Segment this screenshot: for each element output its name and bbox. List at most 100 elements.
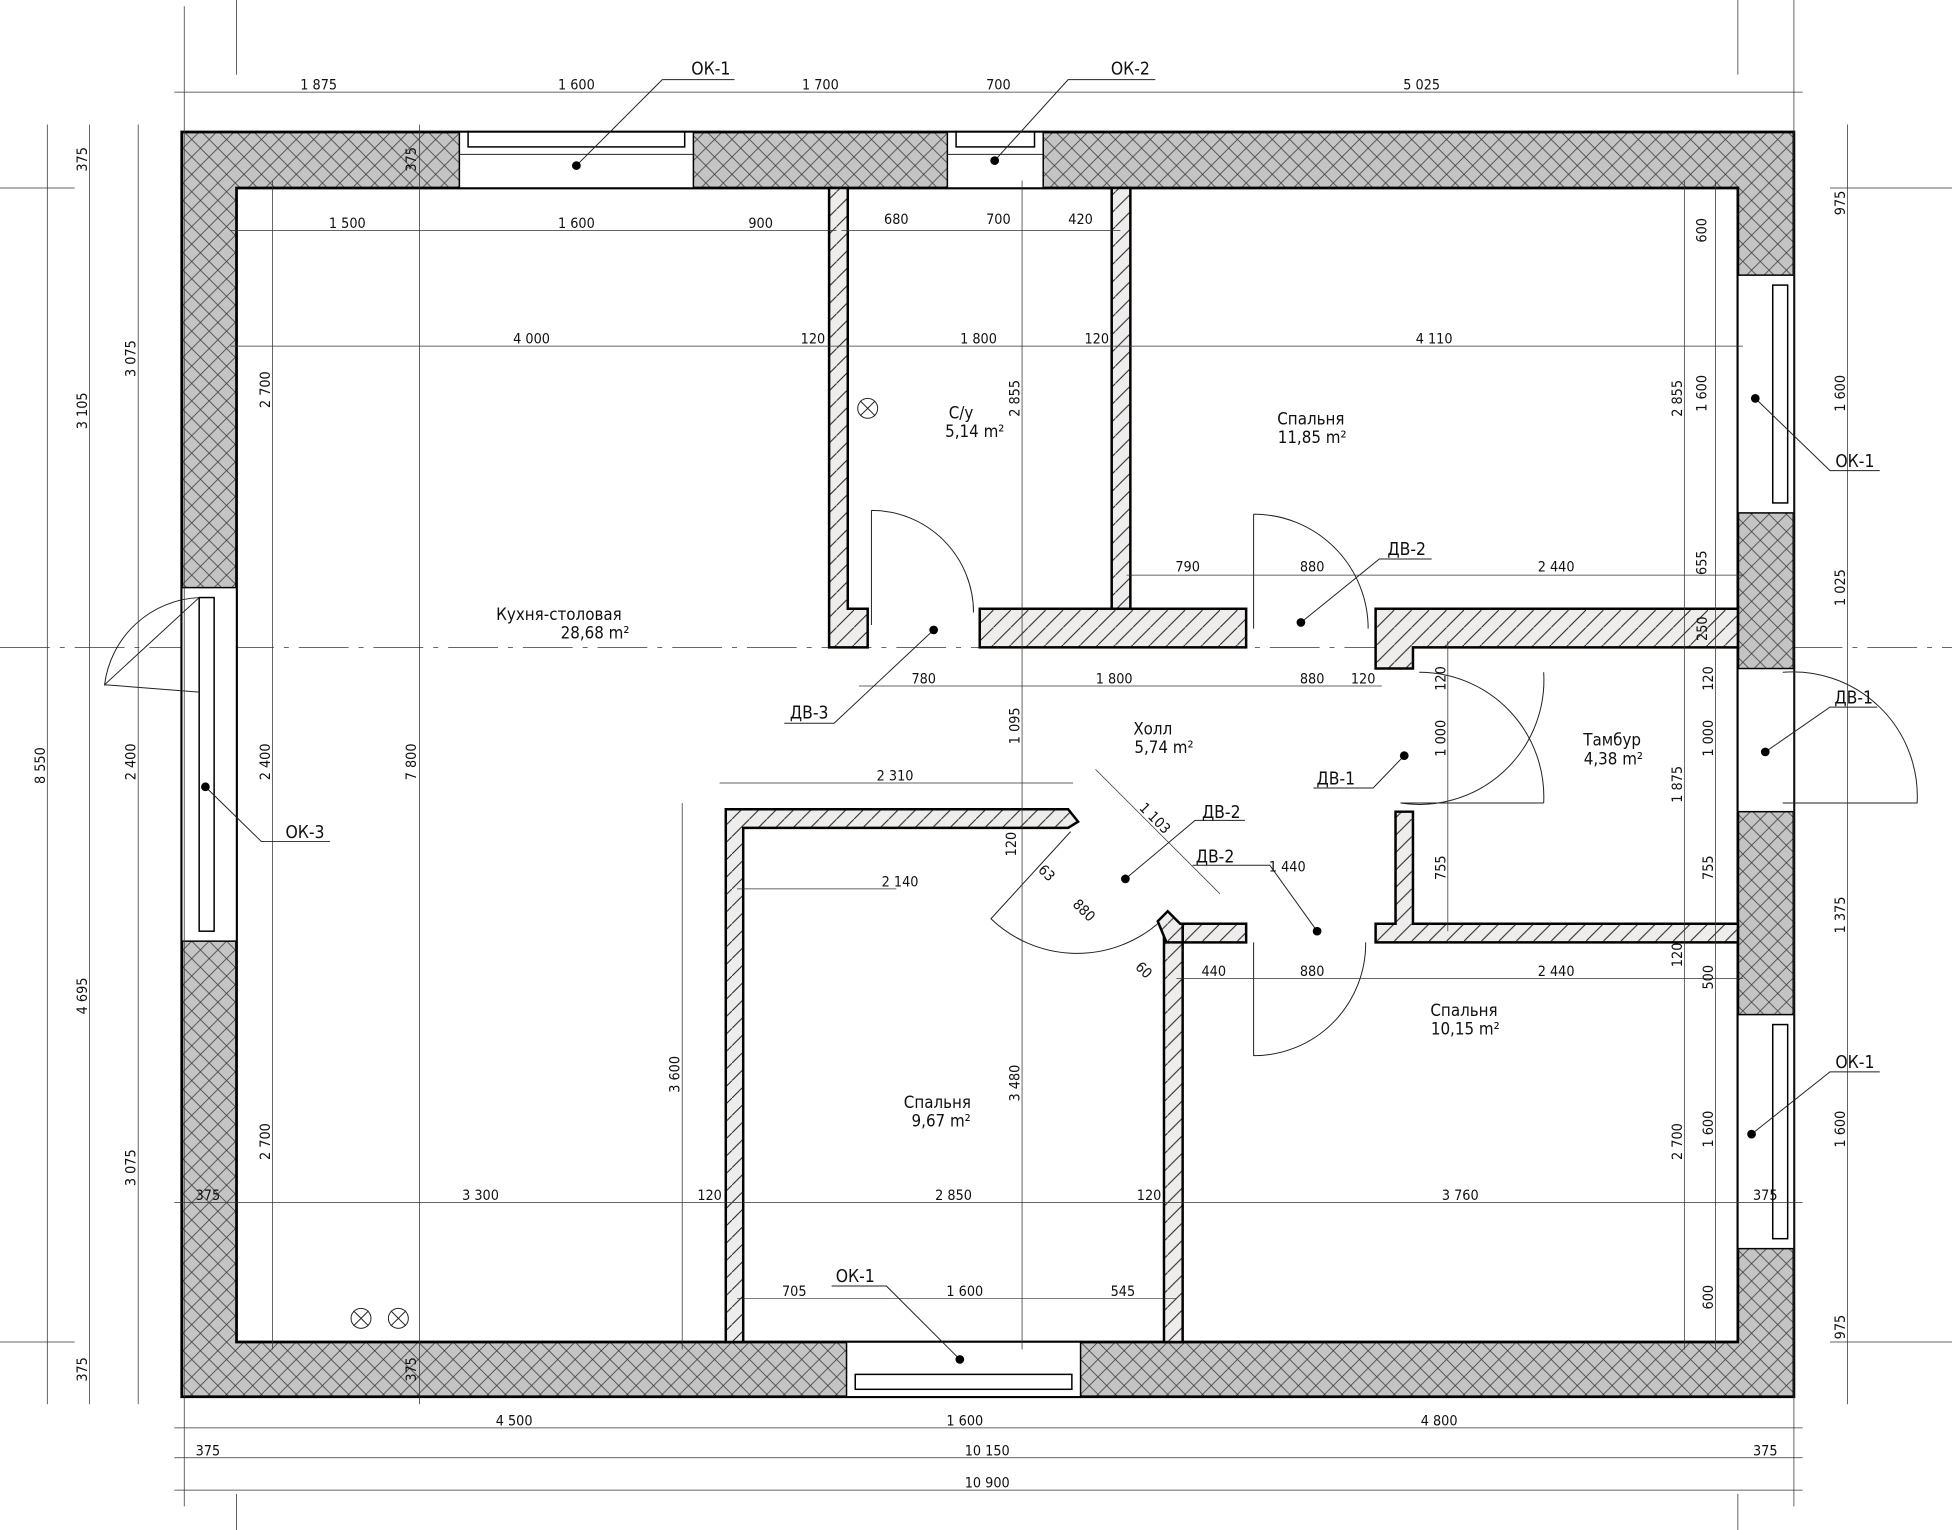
dimension-label: 5 025 [1403,78,1440,94]
dimension-label: 440 [1202,964,1227,980]
dimension-label: 10 900 [965,1476,1010,1492]
dimension-label: 10 150 [965,1443,1010,1459]
openings [181,131,1795,1398]
dimension-label: 120 [1084,332,1109,348]
dimension-label: 2 850 [935,1188,972,1204]
dimension-label: 975 [1833,191,1849,216]
element-tag: ДВ-2 [1387,540,1426,560]
dimension-label: 120 [1351,671,1376,687]
dimension-label: 1 600 [946,1284,983,1300]
dimension-label: 1 025 [1833,569,1849,606]
dimension-label: 880 [1069,897,1098,926]
dimension-label: 1 500 [329,216,366,232]
dimension-label: 1 095 [1008,707,1024,744]
dimension-label: 3 075 [124,1149,140,1186]
room-area: 9,67 m² [912,1111,971,1131]
room-name: Спальня [1277,409,1344,429]
dimension-label: 3 600 [668,1056,684,1093]
dimension-label: 1 800 [960,332,997,348]
dimension-label: 975 [1833,1315,1849,1340]
dimension-label: 900 [748,216,773,232]
leader-dots [201,156,1770,1364]
dimension-label: 120 [1137,1188,1162,1204]
room-area: 28,68 m² [561,623,630,643]
plumbing-fixtures [350,397,879,1329]
dimension-label: 4 695 [75,978,91,1015]
dimension-label: 60 [1132,959,1155,982]
dimension-label: 120 [1004,832,1020,857]
dimension-label: 755 [1433,855,1449,880]
dimension-label: 600 [1701,1285,1717,1310]
element-tag: ОК-1 [1835,452,1874,472]
dimension-label: 1 700 [802,78,839,94]
dimension-label: 3 075 [124,340,140,377]
dimension-label: 1 875 [300,78,337,94]
dimension-label: 1 600 [946,1413,983,1429]
room-area: 5,14 m² [945,421,1004,441]
dimension-label: 655 [1695,550,1711,575]
room-name: С/у [949,402,974,422]
dimension-label: 4 500 [496,1413,533,1429]
dimension-label: 600 [1695,218,1711,243]
dimension-label: 375 [75,147,91,172]
dimension-label: 375 [1753,1443,1778,1459]
dimension-label: 375 [196,1188,221,1204]
dimension-label: 790 [1175,559,1200,575]
dimension-label: 1 800 [1096,671,1133,687]
dimension-label: 3 760 [1442,1188,1479,1204]
element-tag: ОК-2 [1111,60,1150,80]
dimension-label: 680 [884,212,909,228]
dimension-label: 120 [697,1188,722,1204]
dimension-label: 375 [404,1357,420,1382]
dimension-label: 755 [1701,855,1717,880]
dimension-label: 250 [1695,616,1711,641]
leader-lines [205,79,1880,1360]
room-area: 10,15 m² [1431,1019,1500,1039]
dimension-label: 2 140 [882,874,919,890]
dimension-label: 120 [1433,666,1449,691]
dimension-label: 700 [986,212,1011,228]
room-area: 4,38 m² [1584,748,1643,768]
dimension-label: 2 700 [258,1123,274,1160]
dimension-label: 3 300 [462,1188,499,1204]
dimension-label: 2 400 [258,743,274,780]
element-tag: ОК-1 [1835,1053,1874,1073]
room-name: Тамбур [1582,730,1641,750]
dimension-label: 2 700 [1670,1123,1686,1160]
element-tag: ДВ-1 [1834,688,1873,708]
room-area: 11,85 m² [1278,427,1347,447]
element-tag: ОК-3 [285,823,324,843]
dimension-lines [46,0,1848,1507]
dimension-label: 2 440 [1538,964,1575,980]
dimension-label: 375 [75,1357,91,1382]
dimension-label: 1 600 [558,216,595,232]
dimension-label: 375 [196,1443,221,1459]
dimension-label: 2 400 [124,743,140,780]
dimension-label: 4 000 [513,332,550,348]
dimension-label: 63 [1035,862,1058,885]
element-tag: ДВ-1 [1316,769,1355,789]
dimension-label: 2 855 [1008,380,1024,417]
dimension-label: 1 600 [1701,1111,1717,1148]
dimension-label: 2 440 [1538,559,1575,575]
dimension-label: 1 600 [1695,375,1711,412]
dimension-label: 1 103 [1136,800,1173,837]
dimension-label: 700 [986,78,1011,94]
dimension-label: 2 700 [258,371,274,408]
dimension-label: 3 480 [1008,1065,1024,1102]
dimension-label: 1 600 [558,78,595,94]
dimension-label: 7 800 [404,743,420,780]
dimension-label: 375 [1753,1188,1778,1204]
interior-partitions [724,186,1740,1344]
room-name: Холл [1133,719,1172,739]
element-tag: ДВ-3 [790,703,829,723]
room-name: Кухня-столовая [496,604,622,624]
element-tag: ОК-1 [691,60,730,80]
dimension-label: 3 105 [75,392,91,429]
dimension-label: 2 855 [1670,380,1686,417]
dimension-label: 120 [1701,666,1717,691]
dimension-label: 120 [1670,943,1686,968]
dimension-label: 4 110 [1416,332,1453,348]
